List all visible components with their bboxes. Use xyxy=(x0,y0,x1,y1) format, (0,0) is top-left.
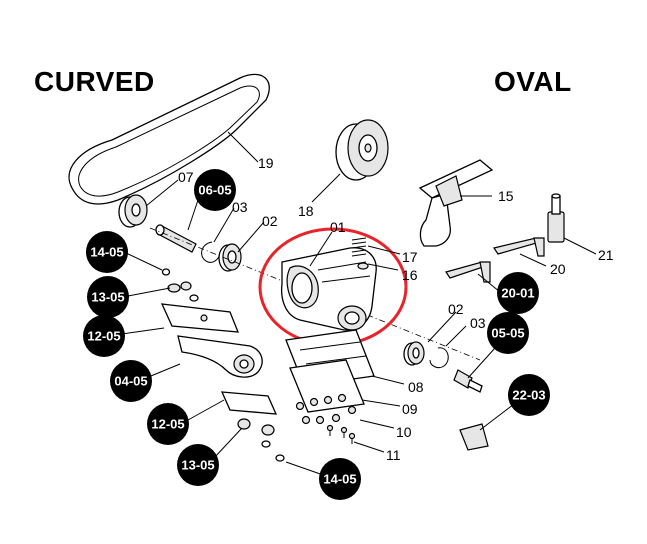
badge-12-05-bottom: 12-05 xyxy=(147,403,189,445)
pulley-part xyxy=(335,119,389,181)
label-02-left: 02 xyxy=(262,213,278,229)
shaft-21-part xyxy=(547,193,565,243)
badge-06-05: 06-05 xyxy=(194,169,236,211)
belt-part xyxy=(68,73,270,205)
label-18: 18 xyxy=(298,203,314,219)
svg-text:22-03: 22-03 xyxy=(512,388,545,403)
badge-12-05-top: 12-05 xyxy=(83,315,125,357)
badge-20-01: 20-01 xyxy=(497,272,539,314)
washers-left-part xyxy=(161,268,285,462)
bearing-right-part xyxy=(403,341,425,366)
label-03-right: 03 xyxy=(470,315,486,331)
badge-22-03: 22-03 xyxy=(508,374,550,416)
housing-part xyxy=(280,247,377,331)
label-19: 19 xyxy=(258,155,274,171)
label-17: 17 xyxy=(402,249,418,265)
svg-text:12-05: 12-05 xyxy=(87,329,120,344)
bolt-part xyxy=(453,369,483,393)
label-01: 01 xyxy=(330,219,346,235)
bearing-left-part xyxy=(218,243,242,272)
svg-text:04-05: 04-05 xyxy=(114,374,147,389)
label-03-left: 03 xyxy=(232,199,248,215)
svg-text:13-05: 13-05 xyxy=(91,290,124,305)
svg-text:12-05: 12-05 xyxy=(151,417,184,432)
label-10: 10 xyxy=(396,424,412,440)
snap-ring-right-part xyxy=(429,347,449,369)
svg-text:14-05: 14-05 xyxy=(90,245,123,260)
grease-fitting-part xyxy=(357,262,369,270)
svg-text:06-05: 06-05 xyxy=(198,183,231,198)
clip-lower-part xyxy=(220,391,278,415)
label-02-right: 02 xyxy=(448,301,464,317)
svg-text:05-05: 05-05 xyxy=(491,326,524,341)
bracket-part xyxy=(418,159,494,247)
spring-part xyxy=(351,237,367,257)
swing-arm-part xyxy=(177,335,263,378)
svg-text:20-01: 20-01 xyxy=(501,286,534,301)
blade-part xyxy=(459,423,489,451)
badge-05-05: 05-05 xyxy=(487,312,529,354)
badge-13-05-bottom: 13-05 xyxy=(177,444,219,486)
badge-14-05-top: 14-05 xyxy=(86,231,128,273)
svg-text:13-05: 13-05 xyxy=(181,458,214,473)
label-15: 15 xyxy=(498,188,514,204)
label-07: 07 xyxy=(178,169,194,185)
badge-14-05-bottom: 14-05 xyxy=(319,458,361,500)
l-wrench-part xyxy=(445,261,491,283)
label-09: 09 xyxy=(402,401,418,417)
label-16: 16 xyxy=(402,267,418,283)
screws-part xyxy=(295,393,357,444)
label-08: 08 xyxy=(408,379,424,395)
badge-04-05: 04-05 xyxy=(110,360,152,402)
heading-curved: CURVED xyxy=(34,66,155,97)
label-21: 21 xyxy=(598,247,614,263)
clip-upper-part xyxy=(160,303,239,333)
hex-key-part xyxy=(493,237,545,257)
leader-lines xyxy=(121,131,597,477)
label-11: 11 xyxy=(386,447,401,463)
part-badges: 06-05 14-05 13-05 12-05 04-05 12-05 13-0… xyxy=(83,169,550,500)
label-20: 20 xyxy=(550,261,566,277)
small-pulley-part xyxy=(118,194,148,228)
part-labels: 19 07 03 02 18 01 17 16 15 21 20 02 03 0… xyxy=(178,155,614,463)
heading-oval: OVAL xyxy=(494,66,572,97)
badge-13-05-top: 13-05 xyxy=(87,276,129,318)
svg-text:14-05: 14-05 xyxy=(323,472,356,487)
